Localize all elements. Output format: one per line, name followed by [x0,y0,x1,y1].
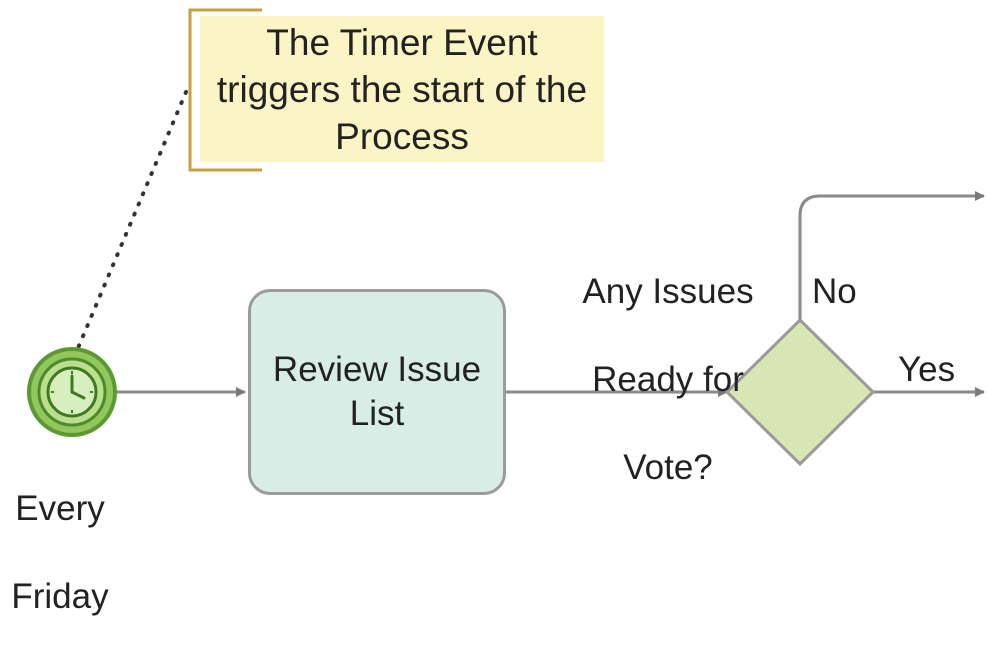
clock-icon [46,366,98,418]
event-label-line: Every [15,489,105,528]
flow-label-no: No [812,272,857,311]
task-review-issue-list[interactable]: Review Issue List [248,289,506,495]
exclusive-gateway[interactable] [724,317,876,467]
annotation-bracket [188,8,262,172]
gateway-label: Any Issues Ready for Vote? [548,226,788,534]
timer-start-event[interactable] [27,347,117,437]
flow-label-yes: Yes [898,350,956,389]
task-label-line: List [349,394,405,433]
annotation-line: triggers the start of the [216,68,588,110]
annotation-line: The Timer Event [266,21,538,63]
start-event-label: Every Friday [0,443,120,663]
gateway-label-line: Any Issues [582,272,754,311]
diagram-canvas [27,8,985,467]
sequence-flow-no[interactable] [798,191,985,320]
annotation-line: Process [335,115,469,157]
event-label-line: Friday [11,577,109,616]
text-annotation[interactable]: The Timer Event triggers the start of th… [200,16,604,162]
gateway-label-line: Vote? [623,448,713,487]
gateway-label-line: Ready for [592,360,744,399]
association-line[interactable] [76,90,188,350]
task-label-line: Review Issue [272,350,482,389]
